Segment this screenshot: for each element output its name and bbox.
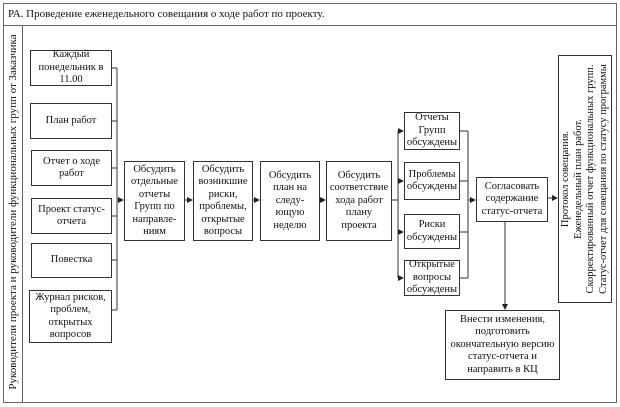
output-line: Протокол совещания. xyxy=(560,130,571,228)
result-box: Риски обсуждены xyxy=(404,214,460,249)
output-line: Еженедельный план работ. xyxy=(572,119,584,239)
swimlane-label-band: Руководители проекта и руководители функ… xyxy=(3,26,23,403)
result-box: Проблемы обсуждены xyxy=(404,162,460,200)
agree-box: Согласовать содержание статус-отчета xyxy=(476,177,548,222)
branch-line xyxy=(392,131,399,278)
diagram-frame xyxy=(3,3,617,403)
outputs-box: Протокол совещания. Еженедельный план ра… xyxy=(558,55,612,303)
revise-box: Внести изменения, подготовить окончатель… xyxy=(445,310,560,380)
result-box: Отчеты Групп обсуждены xyxy=(404,112,460,150)
step-box: Обсудить план на следу-ющую неделю xyxy=(260,161,320,241)
results-bracket xyxy=(460,130,469,279)
input-box: Каждый понедельник в 11.00 xyxy=(30,49,112,86)
input-box: Повестка xyxy=(31,243,112,278)
input-box: Отчет о ходе работ xyxy=(31,150,112,186)
input-bracket xyxy=(112,67,118,311)
input-box: Проект статус-отчета xyxy=(31,198,112,234)
input-box: План работ xyxy=(30,103,112,139)
step-box: Обсудить отдельные отчеты Групп по напра… xyxy=(124,161,185,241)
diagram-title: РА. Проведение еженедельного совещания о… xyxy=(3,3,617,26)
step-box: Обсудить возникшие риски, проблемы, откр… xyxy=(193,161,253,241)
step-box: Обсудить соответствие хода работ плану п… xyxy=(326,161,392,241)
input-box: Журнал рисков, проблем, открытых вопросо… xyxy=(29,290,112,343)
result-box: Открытые вопросы обсуждены xyxy=(404,259,460,296)
output-line: Скорректированный отчет функциональных г… xyxy=(585,64,596,294)
output-line: Статус-отчет для совещания по статусу пр… xyxy=(597,64,609,294)
